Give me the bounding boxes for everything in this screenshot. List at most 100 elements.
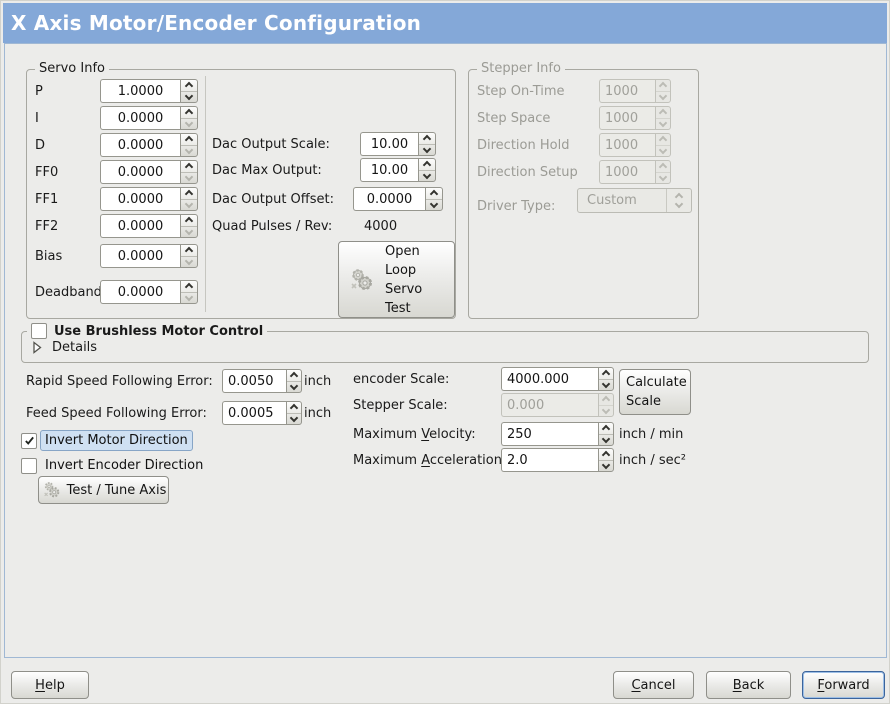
calculate-scale-line: Calculate: [626, 375, 687, 390]
spin-up-icon[interactable]: [184, 163, 194, 172]
title-bar: X Axis Motor/Encoder Configuration: [3, 3, 887, 43]
encoder-scale-spin-arrows[interactable]: [598, 367, 614, 391]
direction-setup-input: 1000: [599, 160, 655, 184]
d-spin-arrows[interactable]: [180, 133, 198, 157]
spin-down-icon[interactable]: [601, 379, 611, 388]
spin-down-icon: [658, 172, 668, 181]
dac-max-output-spinbox: 10.00: [360, 158, 436, 182]
spin-down-icon: [658, 145, 668, 154]
calculate-scale-button[interactable]: Calculate Scale: [619, 369, 691, 415]
step-on-time-spinbox: 1000: [599, 79, 671, 103]
quad-pulses-label: Quad Pulses / Rev:: [212, 218, 333, 234]
ff1-input[interactable]: 0.0000: [100, 187, 180, 211]
step-space-input: 1000: [599, 106, 655, 130]
direction-hold-label: Direction Hold: [477, 137, 570, 153]
brushless-label[interactable]: Use Brushless Motor Control: [54, 323, 264, 339]
test-tune-axis-button[interactable]: Test / Tune Axis: [38, 476, 169, 504]
max-velocity-input[interactable]: 250: [501, 422, 598, 446]
max-velocity-label: Maximum Velocity:: [353, 426, 476, 442]
spin-up-icon[interactable]: [184, 283, 194, 292]
dac-output-scale-input[interactable]: 10.00: [360, 132, 418, 156]
ff2-spin-arrows[interactable]: [180, 214, 198, 238]
max-velocity-spin-arrows[interactable]: [598, 422, 614, 446]
invert-encoder-checkbox[interactable]: [21, 457, 37, 474]
invert-motor-checkbox[interactable]: [21, 432, 37, 449]
d-label: D: [35, 137, 46, 153]
ff1-spin-arrows[interactable]: [180, 187, 198, 211]
spin-down-icon[interactable]: [601, 460, 611, 469]
i-spin-arrows[interactable]: [180, 106, 198, 130]
spin-up-icon[interactable]: [289, 372, 299, 381]
max-acceleration-unit: inch / sec²: [619, 452, 687, 468]
bias-spin-arrows[interactable]: [180, 244, 198, 268]
spin-up-icon[interactable]: [601, 425, 611, 434]
forward-button[interactable]: Forward: [802, 671, 885, 699]
step-on-time-label: Step On-Time: [477, 83, 565, 99]
invert-motor-label[interactable]: Invert Motor Direction: [40, 430, 193, 451]
feed-following-error-spinbox: 0.0005: [222, 401, 302, 425]
deadband-input[interactable]: 0.0000: [100, 280, 180, 304]
p-spin-arrows[interactable]: [180, 79, 198, 103]
open-loop-servo-test-button[interactable]: Open Loop Servo Test: [338, 241, 455, 318]
spin-down-icon[interactable]: [422, 144, 432, 153]
spin-down-icon[interactable]: [289, 413, 299, 422]
dac-output-offset-spinbox: 0.0000: [353, 187, 443, 211]
encoder-scale-input[interactable]: 4000.000: [501, 367, 598, 391]
gears-icon: [41, 479, 63, 501]
spin-down-icon[interactable]: [289, 381, 299, 390]
spin-up-icon[interactable]: [184, 82, 194, 91]
spin-up-icon[interactable]: [184, 109, 194, 118]
spin-down-icon[interactable]: [601, 434, 611, 443]
invert-encoder-label[interactable]: Invert Encoder Direction: [45, 458, 204, 473]
rapid-following-error-unit: inch: [304, 373, 332, 389]
calculate-scale-line: Scale: [626, 394, 661, 409]
spin-up-icon[interactable]: [184, 190, 194, 199]
details-label[interactable]: Details: [52, 340, 98, 355]
spin-up-icon[interactable]: [601, 451, 611, 460]
dac-max-output-input[interactable]: 10.00: [360, 158, 418, 182]
ff0-spin-arrows[interactable]: [180, 160, 198, 184]
dac-max-output-spin-arrows[interactable]: [418, 158, 436, 182]
dac-output-scale-spin-arrows[interactable]: [418, 132, 436, 156]
cancel-button[interactable]: Cancel: [613, 671, 694, 699]
max-velocity-unit: inch / min: [619, 426, 684, 442]
spin-down-icon[interactable]: [429, 199, 439, 208]
deadband-spin-arrows[interactable]: [180, 280, 198, 304]
p-spinbox: 1.0000: [100, 79, 198, 103]
ff0-spinbox: 0.0000: [100, 160, 198, 184]
spin-up-icon[interactable]: [601, 370, 611, 379]
feed-following-error-input[interactable]: 0.0005: [222, 401, 286, 425]
max-acceleration-input[interactable]: 2.0: [501, 448, 598, 472]
expander-triangle-icon[interactable]: [32, 341, 42, 354]
rapid-following-error-input[interactable]: 0.0050: [222, 369, 286, 393]
spin-down-icon[interactable]: [422, 170, 432, 179]
spin-down-icon[interactable]: [184, 91, 194, 100]
spin-up-icon[interactable]: [422, 135, 432, 144]
spin-up-icon[interactable]: [184, 136, 194, 145]
dac-output-offset-input[interactable]: 0.0000: [353, 187, 425, 211]
stepper-info-frame: Stepper Info Step On-Time 1000 Step Spac…: [468, 61, 699, 319]
ff2-input[interactable]: 0.0000: [100, 214, 180, 238]
spin-up-icon[interactable]: [184, 217, 194, 226]
d-input[interactable]: 0.0000: [100, 133, 180, 157]
spin-up-icon[interactable]: [429, 190, 439, 199]
back-button[interactable]: Back: [706, 671, 791, 699]
ff0-label: FF0: [35, 164, 59, 180]
max-acceleration-spin-arrows[interactable]: [598, 448, 614, 472]
feed-following-error-spin-arrows[interactable]: [286, 401, 302, 425]
help-button[interactable]: Help: [11, 671, 89, 699]
details-expander[interactable]: Details: [32, 340, 97, 355]
direction-setup-spin-arrows: [655, 160, 671, 184]
spin-up-icon[interactable]: [289, 404, 299, 413]
p-input[interactable]: 1.0000: [100, 79, 180, 103]
spin-up-icon[interactable]: [184, 247, 194, 256]
i-input[interactable]: 0.0000: [100, 106, 180, 130]
spin-up-icon[interactable]: [422, 161, 432, 170]
ff0-input[interactable]: 0.0000: [100, 160, 180, 184]
bias-input[interactable]: 0.0000: [100, 244, 180, 268]
dac-output-offset-spin-arrows[interactable]: [425, 187, 443, 211]
deadband-spinbox: 0.0000: [100, 280, 198, 304]
encoder-scale-spinbox: 4000.000: [501, 367, 614, 391]
rapid-following-error-spin-arrows[interactable]: [286, 369, 302, 393]
brushless-checkbox[interactable]: [31, 323, 47, 339]
